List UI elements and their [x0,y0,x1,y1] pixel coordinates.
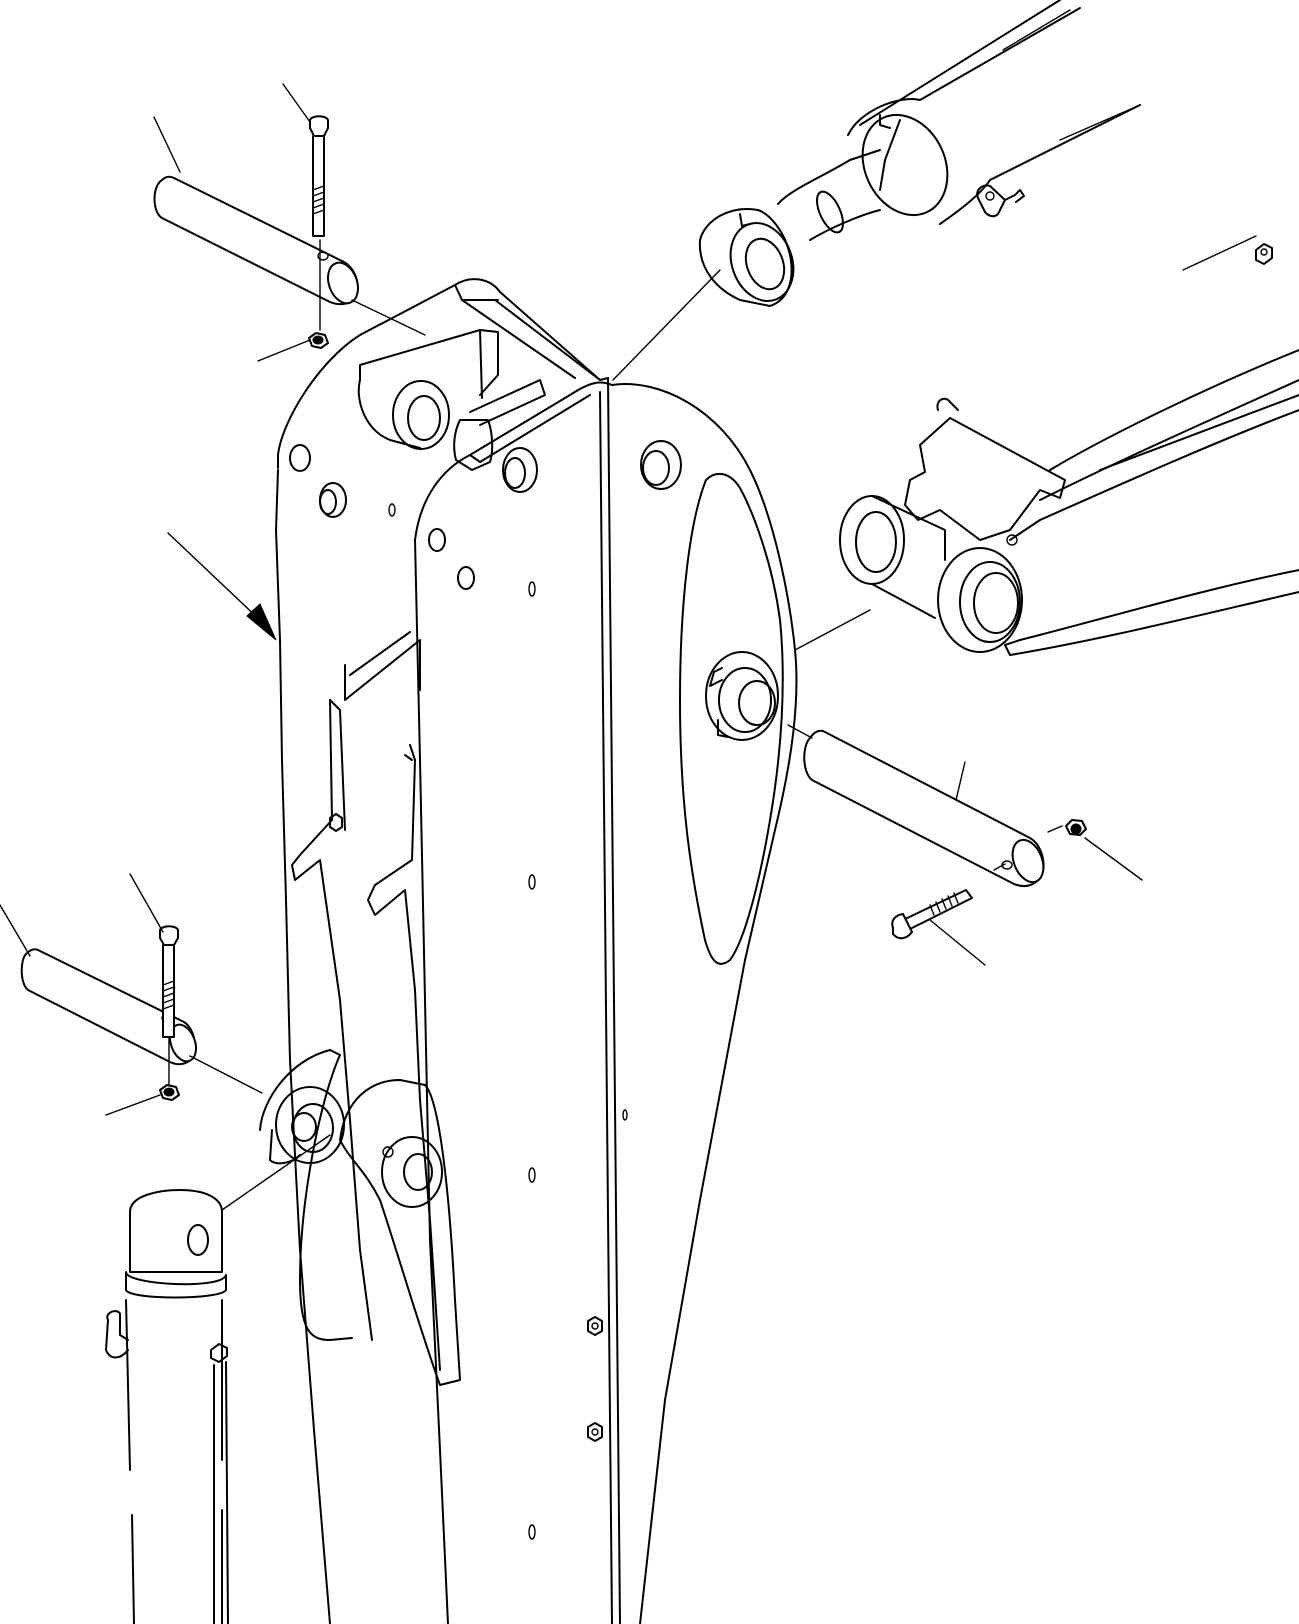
right-pin-boss [705,651,779,741]
arm-body [259,278,798,1624]
pin-lower-left [20,948,198,1066]
center-pin-boss [275,1086,443,1208]
bolt-top-left [309,115,329,237]
right-link-arm [839,243,1299,656]
pin-right [803,729,1045,888]
nut-top-left [308,332,329,349]
lower-hydraulic-cylinder [105,1189,229,1624]
nut-lower-left [159,1084,180,1101]
nut-right [1065,819,1087,836]
bolt-right [891,889,973,940]
welded-nuts [329,813,603,1442]
leader-lines [0,9,1257,1211]
top-pin-boss [357,329,546,471]
assembly-arrow [167,532,277,641]
pin-top-left [153,175,359,306]
top-hydraulic-cylinder [698,0,1141,307]
plate-slots [388,503,628,1540]
plate-holes [289,440,682,590]
